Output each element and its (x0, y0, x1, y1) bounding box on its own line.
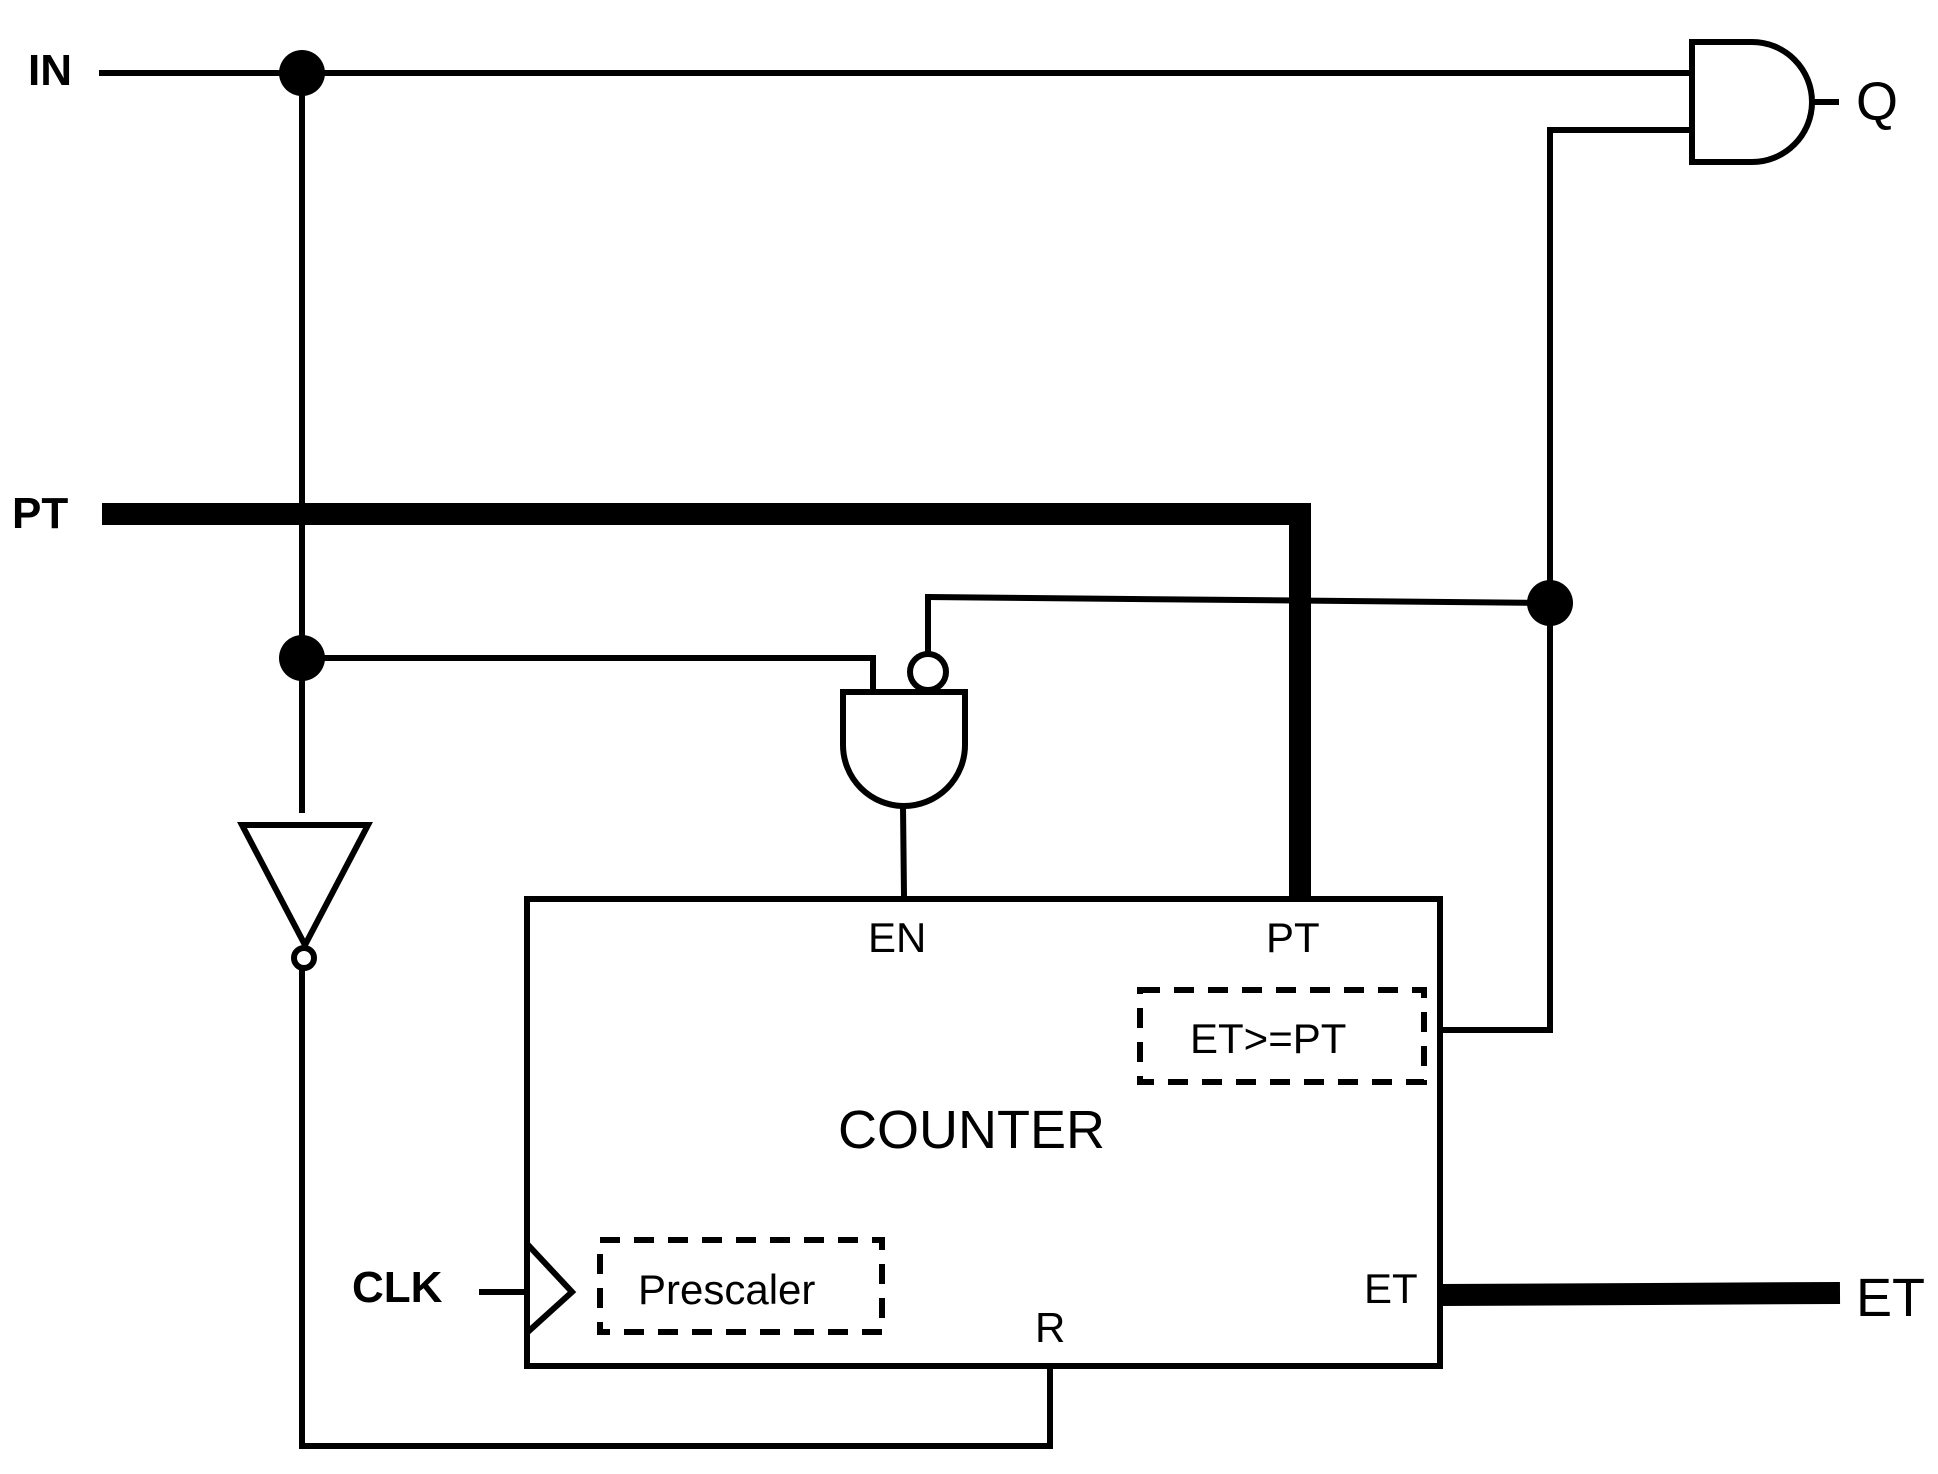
clock-triangle-icon (479, 1242, 577, 1335)
reset-wire (299, 1363, 1053, 1449)
prescaler-box (597, 1237, 885, 1335)
counter-en-port: EN (868, 914, 926, 961)
clk-label: CLK (352, 1263, 443, 1312)
comparator-label: ET>=PT (1190, 1015, 1346, 1062)
counter-pt-port: PT (1266, 914, 1320, 961)
comparator-box (1137, 987, 1427, 1085)
q-output-label: Q (1856, 72, 1898, 132)
and-gate-icon (1689, 39, 1839, 165)
enable-branch-junction-dot (279, 635, 325, 681)
et-output-label: ET (1856, 1268, 1925, 1328)
feedback-junction-dot (1527, 580, 1573, 626)
counter-et-port: ET (1364, 1265, 1418, 1312)
counter-block (524, 896, 1443, 1369)
pt-input-label: PT (12, 489, 68, 538)
counter-title: COUNTER (838, 1100, 1105, 1160)
and-gate-inverted-input-icon (840, 651, 968, 900)
et-output-bus (1439, 1282, 1841, 1306)
in-label: IN (28, 46, 72, 95)
in-to-enable-gate-wire (299, 655, 876, 695)
prescaler-label: Prescaler (638, 1266, 815, 1313)
not-gate-icon (237, 822, 373, 1449)
in-wire (99, 70, 1695, 813)
counter-r-port: R (1035, 1304, 1065, 1351)
pt-bus (102, 503, 1311, 896)
in-junction-dot (279, 50, 325, 96)
